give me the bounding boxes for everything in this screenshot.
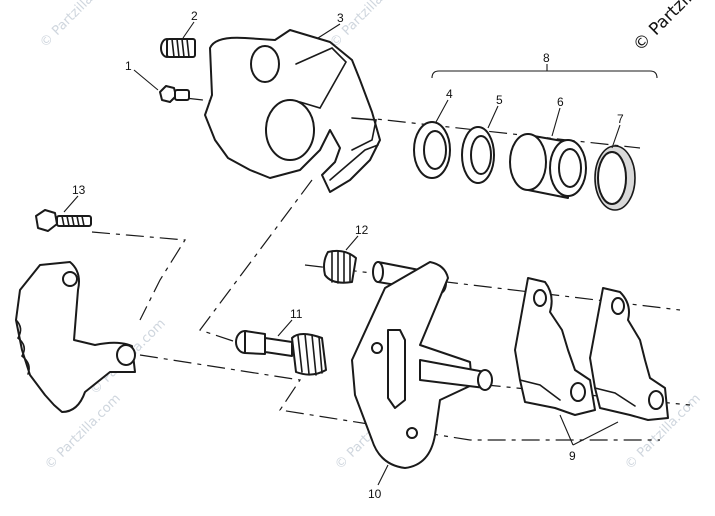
callout-10: 10 — [368, 487, 382, 501]
leader-lines — [63, 21, 621, 486]
bolt-13 — [35, 209, 92, 232]
bleeder-screw-2 — [160, 38, 196, 58]
callout-7: 7 — [617, 112, 624, 126]
callout-12: 12 — [355, 223, 369, 237]
cap-7 — [594, 145, 636, 211]
watermark: © Partzilla.com — [37, 0, 119, 51]
callout-3: 3 — [337, 11, 344, 25]
brake-pad-9a — [514, 277, 596, 416]
callout-11: 11 — [290, 307, 303, 321]
bracket-10 — [351, 261, 493, 469]
mounting-bracket — [15, 261, 136, 413]
piston-6 — [509, 133, 587, 199]
group-bracket-8 — [431, 70, 658, 79]
seal-4 — [413, 121, 451, 179]
callout-6: 6 — [557, 95, 564, 109]
brake-pad-9b — [589, 287, 669, 421]
callout-4: 4 — [446, 87, 453, 101]
fitting-1 — [159, 85, 190, 103]
callouts: 1 2 3 4 5 6 7 8 9 10 11 12 13 — [72, 9, 624, 501]
callout-1: 1 — [125, 59, 132, 73]
callout-9: 9 — [569, 449, 576, 463]
copyright-text: © Partzilla — [629, 0, 706, 56]
pin-11 — [235, 330, 327, 376]
callout-13: 13 — [72, 183, 86, 197]
callout-8: 8 — [543, 51, 550, 65]
callout-2: 2 — [191, 9, 198, 23]
caliper-body-3 — [204, 29, 381, 193]
watermark: © Partzilla.com — [327, 0, 409, 51]
callout-5: 5 — [496, 93, 503, 107]
seal-5 — [461, 126, 495, 184]
